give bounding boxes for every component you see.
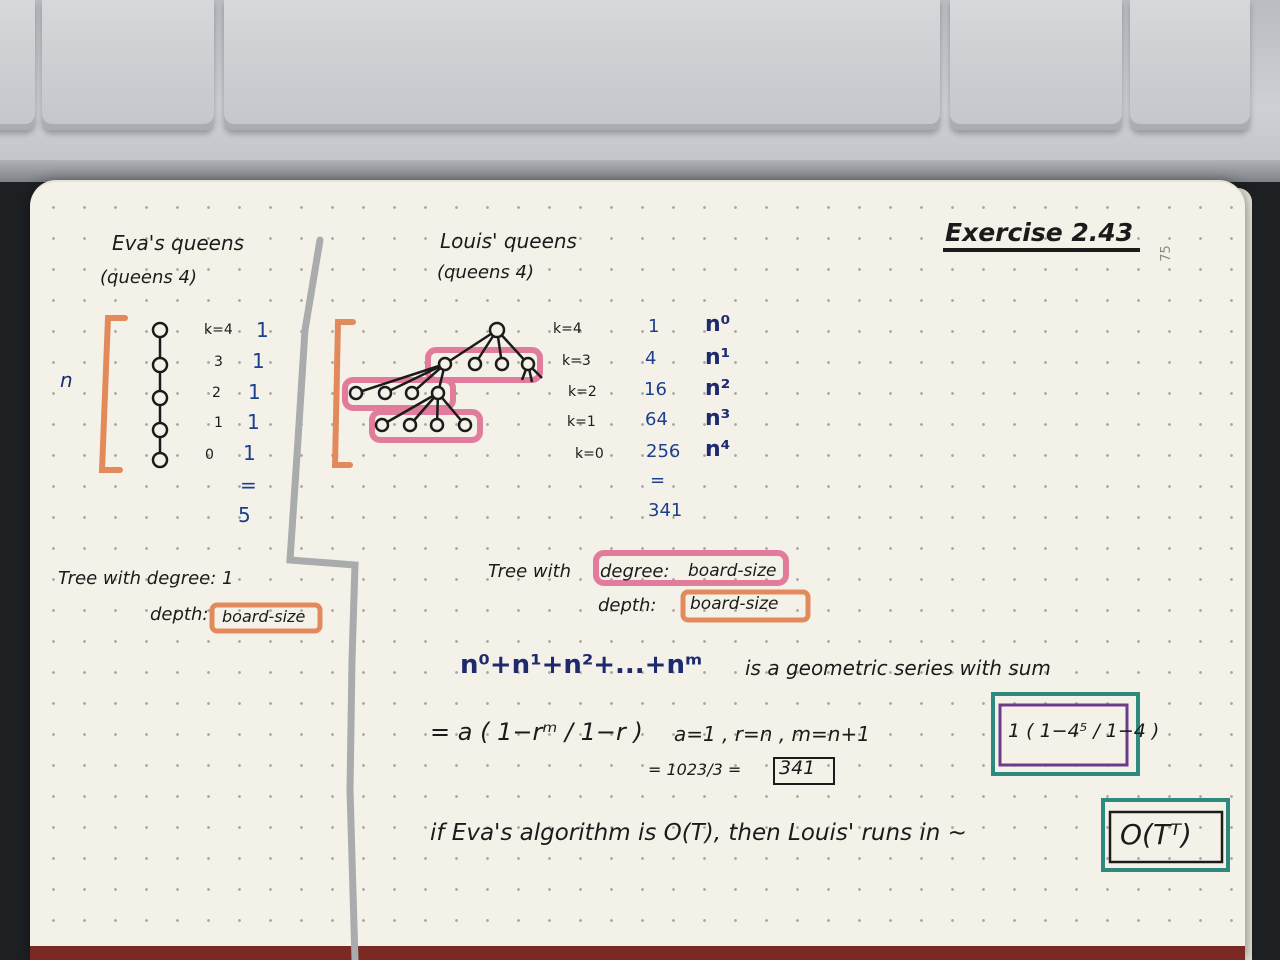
- louis-degree-value: board-size: [688, 561, 777, 581]
- louis-depth-highlight: [680, 589, 811, 623]
- black-box-conclusion: [1108, 810, 1224, 864]
- louis-depth-value: board-size: [690, 594, 779, 614]
- series-expression: n⁰+n¹+n²+...+nᵐ: [460, 650, 703, 680]
- key-left: [0, 0, 35, 130]
- louis-count-2: 16: [644, 379, 667, 400]
- eva-depth-value: board-size: [222, 607, 306, 626]
- eva-count-3: 1: [247, 410, 260, 434]
- eva-level-0: k=4: [204, 322, 233, 338]
- eva-bracket: [98, 315, 128, 473]
- louis-depth-label: depth:: [598, 595, 657, 616]
- eva-title: Eva's queens: [112, 231, 245, 255]
- louis-level-2: k=2: [568, 384, 597, 400]
- pink-box-level3: [369, 409, 483, 443]
- notebook-page: [30, 182, 1245, 960]
- eva-level-4: 0: [205, 447, 214, 463]
- eva-equals: =: [240, 473, 257, 497]
- notebook-cover-strip: [30, 946, 1245, 960]
- series-result-value: 341: [779, 757, 816, 779]
- series-formula: = a ( 1−rᵐ / 1−r ): [430, 718, 643, 746]
- series-calc-boxed: 1 ( 1−4⁵ / 1−4 ): [1008, 720, 1160, 742]
- keyboard: [0, 0, 1280, 182]
- louis-title: Louis' queens: [440, 229, 577, 253]
- eva-chain-tree: [151, 321, 169, 469]
- louis-count-3: 64: [645, 409, 668, 430]
- eva-depth-label: depth:: [150, 604, 209, 625]
- key-spacebar: [224, 0, 940, 130]
- eva-count-0: 1: [256, 318, 269, 342]
- key-shift: [42, 0, 214, 130]
- keyboard-edge: [0, 160, 1280, 182]
- series-description: is a geometric series with sum: [745, 656, 1051, 680]
- louis-degree-label: degree:: [600, 561, 670, 582]
- louis-total: 341: [648, 500, 683, 521]
- louis-bracket: [331, 319, 356, 468]
- eva-depth-highlight: [209, 602, 323, 634]
- eva-total: 5: [238, 503, 251, 527]
- series-params: a=1 , r=n , m=n+1: [674, 722, 870, 746]
- louis-count-4: 256: [646, 441, 681, 462]
- eva-count-4: 1: [243, 441, 256, 465]
- series-result-prefix: = 1023/3 =: [648, 760, 742, 779]
- teal-box-conclusion: [1101, 798, 1230, 872]
- conclusion-text: if Eva's algorithm is O(T), then Louis' …: [430, 820, 967, 846]
- louis-level-3: k=1: [567, 414, 596, 430]
- louis-power-2: n²: [705, 376, 731, 401]
- eva-call: (queens 4): [100, 267, 197, 288]
- louis-power-4: n⁴: [705, 437, 731, 462]
- louis-count-0: 1: [648, 316, 660, 337]
- louis-equals: =: [650, 470, 666, 491]
- eva-count-1: 1: [252, 349, 265, 373]
- louis-level-0: k=4: [553, 321, 582, 337]
- louis-tree-prefix: Tree with: [488, 561, 572, 582]
- louis-call: (queens 4): [437, 262, 534, 283]
- eva-level-2: 2: [212, 385, 221, 401]
- louis-power-0: n⁰: [705, 312, 731, 337]
- result-box: [773, 757, 835, 785]
- louis-degree-highlight: [593, 550, 789, 586]
- purple-box-calc: [998, 703, 1129, 767]
- page-number: 75: [1158, 245, 1174, 262]
- eva-level-1: 3: [214, 354, 223, 370]
- louis-level-1: k=3: [562, 353, 591, 369]
- exercise-title: Exercise 2.43: [945, 218, 1134, 247]
- eva-n-label: n: [60, 368, 73, 392]
- louis-level-4: k=0: [575, 446, 604, 462]
- louis-count-1: 4: [645, 348, 657, 369]
- louis-power-1: n¹: [705, 345, 731, 370]
- teal-box-calc: [991, 692, 1140, 776]
- louis-power-3: n³: [705, 406, 731, 431]
- key-alt: [950, 0, 1122, 130]
- eva-tree-line: Tree with degree: 1: [58, 568, 234, 589]
- conclusion-boxed: O(Tᵀ): [1120, 818, 1192, 851]
- eva-level-3: 1: [214, 415, 223, 431]
- louis-tree: [348, 321, 543, 433]
- key-right: [1130, 0, 1250, 130]
- divider-line: [286, 236, 359, 960]
- eva-count-2: 1: [248, 380, 261, 404]
